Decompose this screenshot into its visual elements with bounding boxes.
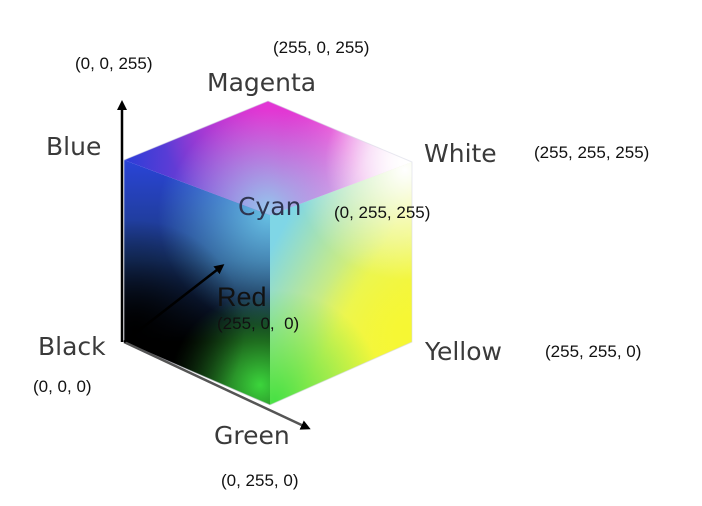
white-label: White <box>424 139 497 168</box>
cyan-coords: (0, 255, 255) <box>334 203 431 222</box>
red-axis-arrow <box>123 264 225 343</box>
cyan-label: Cyan <box>238 192 302 221</box>
cube-left-face <box>124 160 270 405</box>
cube-top-face <box>124 101 412 215</box>
cube-right-face <box>270 162 412 405</box>
green-coords: (0, 255, 0) <box>221 471 299 490</box>
black-coords: (0, 0, 0) <box>33 377 92 396</box>
green-label: Green <box>214 421 290 450</box>
red-label: Red <box>217 282 267 312</box>
magenta-label: Magenta <box>207 68 317 97</box>
blue-label: Blue <box>46 132 102 161</box>
magenta-coords: (255, 0, 255) <box>273 38 370 57</box>
white-coords: (255, 255, 255) <box>534 143 650 162</box>
black-label: Black <box>38 332 106 361</box>
yellow-label: Yellow <box>425 337 502 366</box>
green-axis-arrow <box>123 340 311 430</box>
red-coords: (255, 0, 0) <box>217 314 300 333</box>
blue-coords: (0, 0, 255) <box>75 54 153 73</box>
yellow-coords: (255, 255, 0) <box>545 342 642 361</box>
